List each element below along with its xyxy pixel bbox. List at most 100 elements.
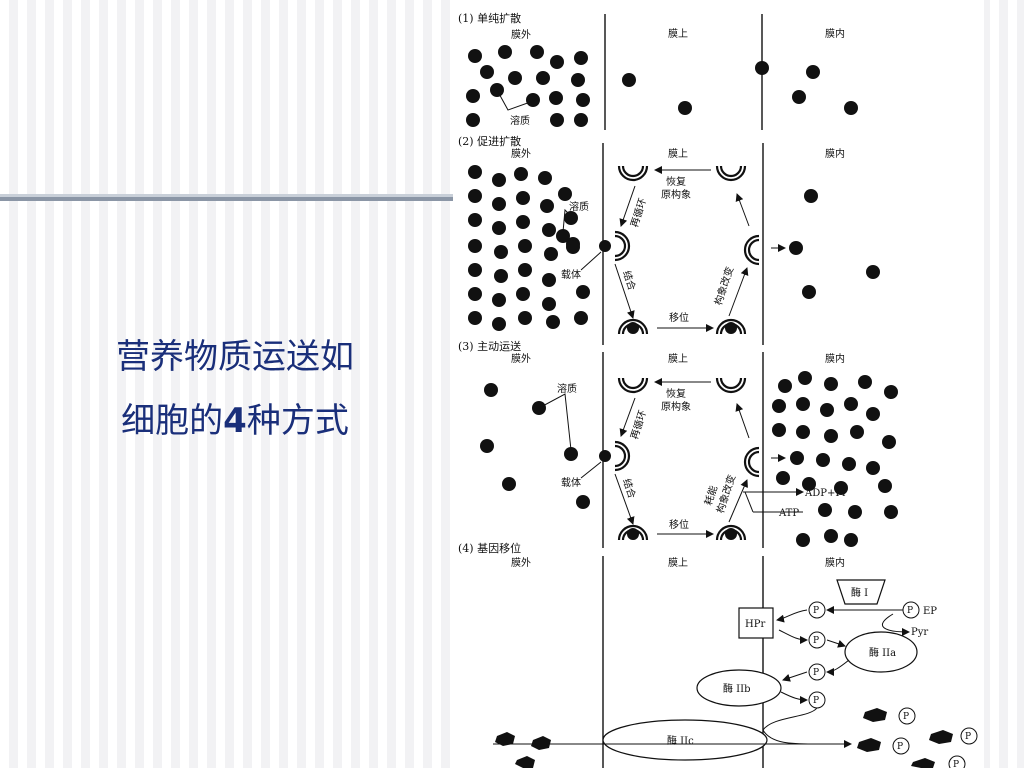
panel-3-bound-solutes bbox=[599, 450, 737, 540]
enzyme-iia-label: 酶 IIa bbox=[869, 646, 896, 659]
panel-2-recycle-label: 再循环 bbox=[627, 196, 649, 229]
panel-3-carriers bbox=[614, 377, 760, 541]
p-label-5: P bbox=[903, 712, 909, 722]
hpr-box bbox=[738, 607, 774, 639]
panel-1-heading: (1) 单纯扩散 bbox=[458, 11, 521, 25]
panel-4-inside-label: 膜内 bbox=[825, 556, 845, 569]
sugar-inside-4 bbox=[911, 758, 935, 768]
p-label-2: P bbox=[813, 636, 819, 646]
panel-2-arrow-recycle bbox=[619, 185, 636, 227]
panel-3-adp-label: ADP+Pi bbox=[804, 488, 845, 499]
sugar-inside-3 bbox=[929, 730, 953, 744]
panel-2-heading: (2) 促进扩散 bbox=[458, 134, 521, 148]
arrow-iib-to-p bbox=[780, 691, 808, 704]
panel-2-inside-label: 膜内 bbox=[825, 147, 845, 160]
sugar-inside-1 bbox=[863, 708, 887, 722]
phosphate-circle-2 bbox=[808, 631, 826, 649]
panel-3-arrow-recycle bbox=[619, 397, 636, 437]
panel-1-outside-solutes bbox=[466, 45, 590, 127]
panel-2-solute-pointer bbox=[562, 208, 574, 233]
panel-2-move-label: 移位 bbox=[669, 311, 689, 324]
panel-4-outside-label: 膜外 bbox=[511, 557, 531, 569]
panel-3-carrier-top-right bbox=[715, 377, 747, 394]
panel-3-heading: (3) 主动运送 bbox=[458, 339, 521, 353]
panel-3-atp-label: ATP bbox=[778, 508, 799, 519]
sugar-outside-2 bbox=[531, 736, 551, 750]
phosphate-circle-1 bbox=[808, 601, 826, 619]
panel-2-restore2-label: 原构象 bbox=[661, 188, 691, 201]
panel-3-carrier-top-right-inner bbox=[719, 377, 743, 390]
sugar-inside-2 bbox=[857, 738, 881, 752]
panel-3-solute-label: 溶质 bbox=[557, 382, 577, 395]
panel-2-carrier-pointer bbox=[580, 251, 602, 271]
enzyme-i-box bbox=[836, 579, 886, 605]
panel-2-outside-solutes bbox=[468, 165, 590, 331]
title-line-1: 营养物质运送如 bbox=[116, 337, 354, 377]
panel-3-arrow-up bbox=[735, 403, 750, 439]
panel-2-arrow-up bbox=[735, 193, 750, 227]
panel-3-carrier-bottom-left bbox=[617, 524, 649, 541]
transport-diagram-svg: (1) 单纯扩散 膜外 膜上 膜内 溶质 (2) 促进扩散 膜外 膜上 膜内 bbox=[458, 11, 978, 768]
enzyme-iib-ellipse bbox=[696, 669, 782, 707]
title-number: 4 bbox=[223, 401, 247, 441]
panel-3-carrier-pointer bbox=[580, 461, 602, 479]
panel-2-carrier-top-right bbox=[715, 165, 747, 182]
panel-3-carrier-label: 载体 bbox=[561, 477, 581, 489]
panel-1-membrane-label: 膜上 bbox=[668, 28, 688, 40]
hpr-label: HPr bbox=[745, 619, 765, 630]
panel-3-outside-label: 膜外 bbox=[511, 353, 531, 365]
panel-simple-diffusion: (1) 单纯扩散 膜外 膜上 膜内 溶质 bbox=[458, 11, 858, 130]
enzyme-iib-label: 酶 IIb bbox=[723, 682, 750, 695]
sugar-outside-3 bbox=[515, 756, 535, 768]
phosphate-circle-7 bbox=[960, 727, 978, 745]
enzyme-iic-label: 酶 IIc bbox=[667, 734, 694, 747]
sugar-outside-1 bbox=[495, 732, 515, 746]
enzyme-iic-ellipse bbox=[602, 719, 768, 761]
enzyme-iia-ellipse bbox=[844, 631, 918, 673]
arrow-p-to-iia bbox=[826, 639, 846, 648]
panel-2-inside-solutes bbox=[789, 189, 880, 299]
panel-1-inside-label: 膜内 bbox=[825, 27, 845, 40]
title-line-2-post: 种方式 bbox=[246, 401, 349, 441]
panel-4-membrane-label: 膜上 bbox=[668, 557, 688, 569]
panel-2-carrier-top-left bbox=[617, 165, 649, 182]
ep-label: EP bbox=[923, 606, 937, 617]
panel-2-carrier-left-inner bbox=[614, 234, 627, 258]
phosphate-circle-3 bbox=[808, 663, 826, 681]
phosphate-labels: P P P P P P P P P bbox=[813, 606, 971, 768]
panel-active-transport: (3) 主动运送 膜外 膜上 膜内 溶质 载体 bbox=[458, 339, 898, 548]
p-label-4: P bbox=[813, 696, 819, 706]
p-label-ep: P bbox=[907, 606, 913, 616]
sugar-molecules bbox=[495, 708, 953, 768]
panel-3-carrier-right-inner bbox=[747, 450, 760, 474]
panel-1-solute-label: 溶质 bbox=[510, 114, 530, 127]
panel-group-translocation: (4) 基因移位 膜外 膜上 膜内 酶 I HPr 酶 IIa 酶 IIb 酶 … bbox=[458, 541, 978, 768]
panel-3-restore-label: 恢复 bbox=[666, 387, 686, 400]
panel-facilitated-diffusion: (2) 促进扩散 膜外 膜上 膜内 溶质 载体 bbox=[458, 134, 880, 345]
p-label-3: P bbox=[813, 668, 819, 678]
phosphate-circle-8 bbox=[948, 755, 966, 768]
line-p-to-iic bbox=[762, 707, 818, 731]
panel-2-carrier-left bbox=[614, 230, 631, 262]
panel-3-inside-solutes bbox=[772, 371, 898, 547]
panel-1-solute-pointer bbox=[496, 89, 537, 111]
panel-2-arrow-conformation bbox=[728, 267, 749, 317]
divider-line-dark bbox=[0, 197, 455, 201]
panel-3-carrier-left-inner bbox=[614, 444, 627, 468]
panel-2-carrier-bottom-right bbox=[715, 318, 747, 335]
panel-3-carrier-right bbox=[743, 446, 760, 478]
panel-2-carrier-right-inner bbox=[747, 238, 760, 262]
panel-4-heading: (4) 基因移位 bbox=[458, 541, 521, 555]
panel-3-solute-pointer bbox=[538, 393, 572, 451]
panel-3-line-atp-join bbox=[744, 491, 754, 513]
p-label-7: P bbox=[965, 732, 971, 742]
panel-3-carrier-top-left-inner bbox=[621, 377, 645, 390]
phosphate-circle-5 bbox=[898, 707, 916, 725]
panel-3-carrier-top-left bbox=[617, 377, 649, 394]
transport-diagram: (1) 单纯扩散 膜外 膜上 膜内 溶质 (2) 促进扩散 膜外 膜上 膜内 bbox=[453, 0, 984, 768]
p-label-1: P bbox=[813, 606, 819, 616]
divider-line-light bbox=[0, 194, 455, 197]
slide-title: 营养物质运送如 细胞的4种方式 bbox=[40, 325, 430, 453]
arrow-iia-to-p bbox=[826, 659, 850, 676]
p-label-8: P bbox=[953, 760, 959, 768]
